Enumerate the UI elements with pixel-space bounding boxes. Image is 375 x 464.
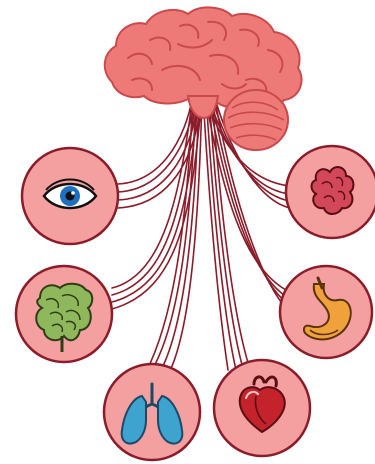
organ-eye bbox=[22, 148, 118, 244]
nerve-to-intestines bbox=[112, 95, 202, 309]
organ-lungs bbox=[104, 364, 200, 460]
cerebellum bbox=[224, 90, 288, 150]
organ-heart bbox=[214, 360, 310, 456]
brain-icon bbox=[105, 7, 302, 150]
organ-stomach bbox=[280, 266, 372, 358]
organ-intestines bbox=[16, 266, 112, 362]
organ-pancreas bbox=[286, 146, 375, 238]
eye-icon bbox=[44, 180, 96, 209]
